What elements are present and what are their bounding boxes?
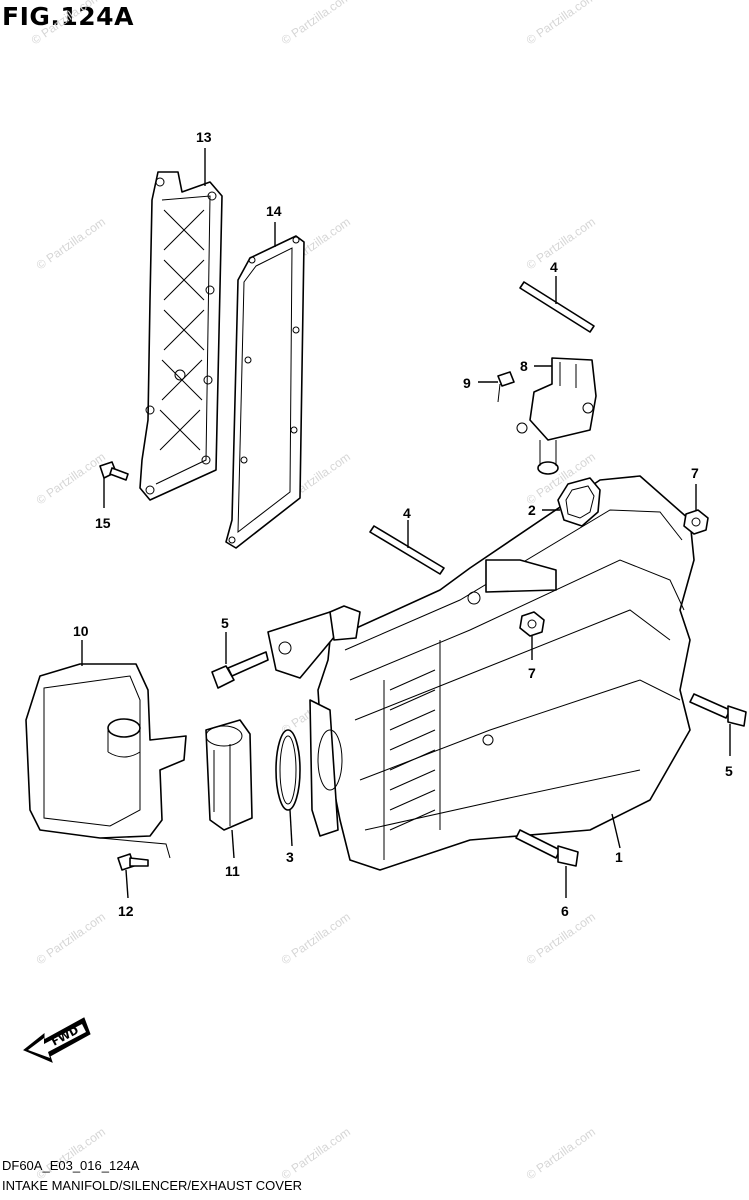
- part-14-gasket[interactable]: [225, 235, 305, 549]
- callout-4-upper: 4: [550, 259, 558, 275]
- callout-15: 15: [95, 515, 111, 531]
- part-5-bolt-right[interactable]: [689, 693, 747, 727]
- watermark: © Partzilla.com: [524, 215, 598, 273]
- watermark: © Partzilla.com: [34, 450, 108, 508]
- part-1-intake-manifold[interactable]: [267, 475, 695, 871]
- figure-description: INTAKE MANIFOLD/SILENCER/EXHAUST COVER: [2, 1178, 303, 1193]
- watermark: © Partzilla.com: [34, 1125, 108, 1183]
- callout-7-middle: 7: [528, 665, 536, 681]
- part-7-nut-right[interactable]: [683, 509, 709, 535]
- part-9-screw[interactable]: [497, 371, 515, 403]
- leader-12: [125, 869, 129, 899]
- watermark: © Partzilla.com: [29, 0, 103, 47]
- part-8-valve[interactable]: [516, 357, 597, 475]
- callout-12: 12: [118, 903, 134, 919]
- part-4-stud-upper[interactable]: [519, 281, 595, 333]
- watermark: © Partzilla.com: [279, 1125, 353, 1183]
- watermark: © Partzilla.com: [34, 215, 108, 273]
- callout-6: 6: [561, 903, 569, 919]
- watermark: © Partzilla.com: [279, 0, 353, 47]
- callout-3: 3: [286, 849, 294, 865]
- watermark: © Partzilla.com: [34, 910, 108, 968]
- callout-5-left: 5: [221, 615, 229, 631]
- part-10-silencer[interactable]: [25, 663, 187, 859]
- part-12-screw[interactable]: [117, 853, 149, 871]
- part-4-stud-lower[interactable]: [369, 525, 445, 575]
- callout-10: 10: [73, 623, 89, 639]
- part-2-o-ring[interactable]: [557, 477, 601, 527]
- part-6-bolt[interactable]: [515, 829, 579, 867]
- callout-13: 13: [196, 129, 212, 145]
- part-7-nut-middle[interactable]: [519, 611, 545, 637]
- callout-9: 9: [463, 375, 471, 391]
- callout-4-lower: 4: [403, 505, 411, 521]
- leader-11: [231, 829, 235, 859]
- part-5-bolt-left[interactable]: [211, 651, 269, 689]
- callout-2: 2: [528, 502, 536, 518]
- callout-7-right: 7: [691, 465, 699, 481]
- part-3-o-ring[interactable]: [275, 729, 301, 811]
- figure-code: DF60A_E03_016_124A: [2, 1158, 140, 1173]
- part-13-exhaust-cover[interactable]: [139, 171, 223, 501]
- callout-14: 14: [266, 203, 282, 219]
- callout-5-right: 5: [725, 763, 733, 779]
- callout-1: 1: [615, 849, 623, 865]
- fwd-arrow-icon: FWD: [23, 1017, 91, 1063]
- callout-8: 8: [520, 358, 528, 374]
- callout-11: 11: [225, 863, 240, 879]
- watermark: © Partzilla.com: [524, 1125, 598, 1183]
- figure-title: FIG.124A: [2, 2, 134, 31]
- part-15-bolt[interactable]: [99, 461, 129, 481]
- leader-3: [289, 809, 293, 847]
- watermark: © Partzilla.com: [279, 910, 353, 968]
- part-11-duct-sleeve[interactable]: [205, 719, 253, 831]
- watermark: © Partzilla.com: [524, 0, 598, 47]
- leader-1: [611, 813, 621, 849]
